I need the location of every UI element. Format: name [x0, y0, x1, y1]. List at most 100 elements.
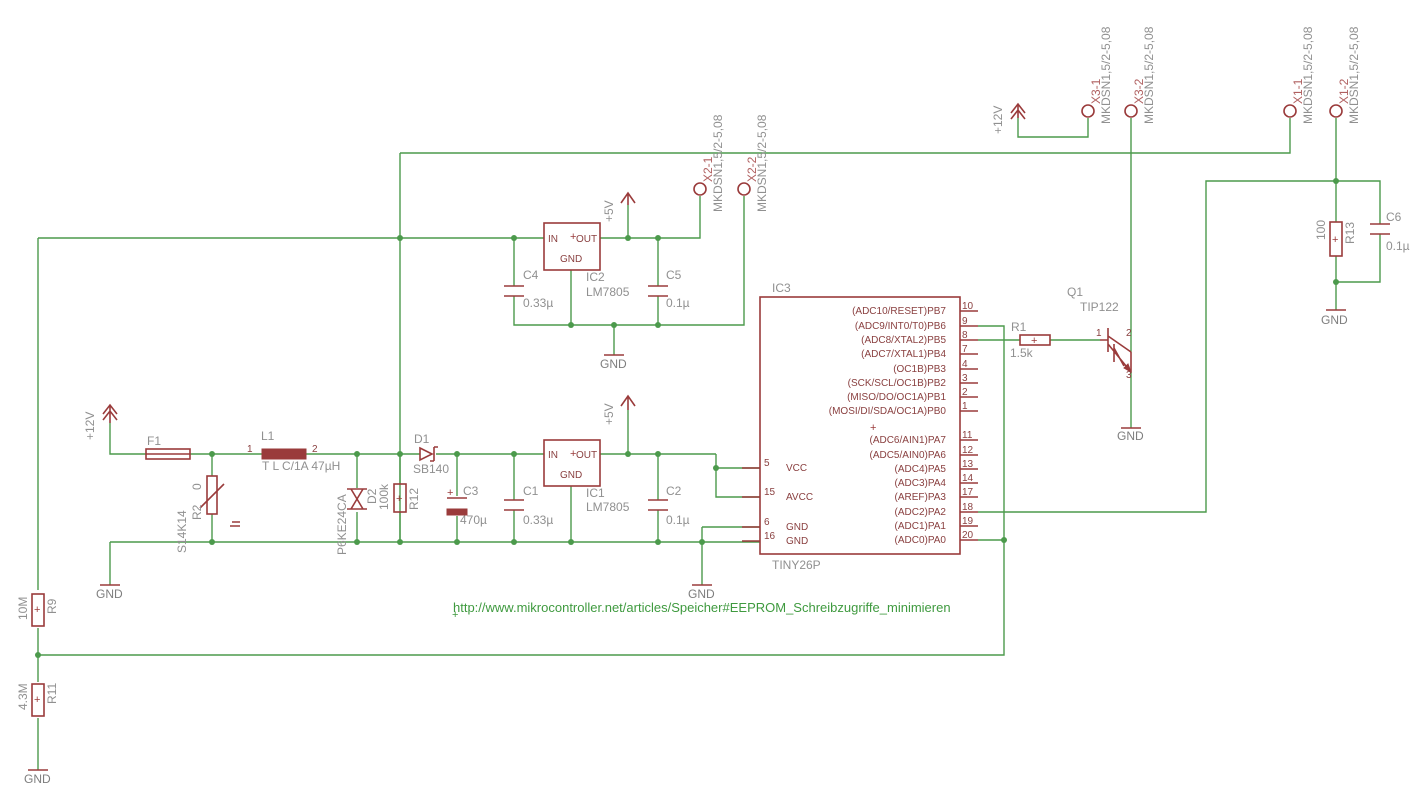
ic3-pin-number: 4 [962, 359, 968, 370]
svg-text:R13: R13 [1343, 222, 1357, 244]
svg-text:C2: C2 [666, 484, 682, 498]
svg-text:MKDSN1,5/2-5,08: MKDSN1,5/2-5,08 [1099, 26, 1113, 124]
ic3-pin-label: (MISO/DO/OC1A)PB1 [847, 392, 946, 403]
svg-text:IC2: IC2 [586, 270, 605, 284]
svg-text:GND: GND [688, 587, 715, 601]
capacitor-c2: C2 0.1µ [648, 484, 690, 527]
svg-text:D2: D2 [365, 488, 379, 504]
ic3-pin-number: 5 [764, 458, 770, 469]
ic3-pin-label: (MOSI/DI/SDA/OC1A)PB0 [829, 406, 947, 417]
svg-text:C1: C1 [523, 484, 539, 498]
svg-text:C5: C5 [666, 268, 682, 282]
ic3-pin-label: (ADC5/AIN0)PA6 [869, 450, 946, 461]
reference-note: http://www.mikrocontroller.net/articles/… [452, 600, 951, 621]
svg-text:100k: 100k [377, 483, 391, 510]
svg-text:3: 3 [1126, 370, 1132, 381]
ic3-pin-number: 3 [962, 373, 968, 384]
ic3-pin-number: 19 [962, 516, 974, 527]
svg-text:D1: D1 [414, 432, 430, 446]
svg-text:0: 0 [190, 483, 204, 490]
svg-text:GND: GND [560, 254, 582, 265]
tvs-diode-d2: D2 P6KE24CA [335, 488, 379, 555]
svg-text:+: + [396, 493, 402, 505]
capacitor-c1: C1 0.33µ [504, 484, 553, 527]
inductor-l1: L1 1 2 T L C/1A 47µH [247, 429, 340, 473]
svg-text:GND: GND [560, 470, 582, 481]
svg-text:C3: C3 [463, 484, 479, 498]
svg-text:1: 1 [247, 444, 253, 455]
supply-12v-left: +12V [83, 403, 118, 440]
ic3-pin-number: 7 [962, 344, 968, 355]
svg-text:Q1: Q1 [1067, 285, 1083, 299]
resistor-r9: + R9 10M [16, 593, 59, 627]
svg-text:F1: F1 [147, 434, 161, 448]
connector-x2-1: X2-1 MKDSN1,5/2-5,08 [693, 114, 725, 212]
supply-5v-ic2: +5V [602, 191, 636, 222]
svg-text:+: + [34, 604, 40, 616]
svg-text:+: + [1332, 234, 1338, 246]
svg-text:MKDSN1,5/2-5,08: MKDSN1,5/2-5,08 [1142, 26, 1156, 124]
capacitor-c5: C5 0.1µ [648, 268, 690, 310]
svg-text:MKDSN1,5/2-5,08: MKDSN1,5/2-5,08 [711, 114, 725, 212]
svg-text:X3-1: X3-1 [1089, 78, 1103, 104]
svg-text:C4: C4 [523, 268, 539, 282]
svg-text:R9: R9 [45, 598, 59, 614]
svg-text:GND: GND [1321, 313, 1348, 327]
ic3-pin-number: 10 [962, 301, 974, 312]
ic3-pin-number: 12 [962, 445, 974, 456]
svg-text:+5V: +5V [602, 200, 616, 222]
ic3-pin-label: (ADC4)PA5 [895, 464, 947, 475]
svg-text:2: 2 [1126, 328, 1132, 339]
connector-x2-2: X2-2 MKDSN1,5/2-5,08 [737, 114, 769, 212]
svg-text:+12V: +12V [83, 412, 97, 440]
svg-text:IN: IN [548, 234, 558, 245]
ic3-pin-label: (ADC10/RESET)PB7 [852, 306, 946, 317]
svg-text:GND: GND [1117, 429, 1144, 443]
ic3-pin-label: VCC [786, 463, 807, 474]
regulator-ic2: IN OUT GND + IC2 LM7805 [543, 222, 630, 299]
svg-text:1.5k: 1.5k [1010, 346, 1034, 360]
svg-text:10M: 10M [16, 597, 30, 620]
svg-text:R11: R11 [45, 683, 59, 704]
svg-text:0.1µ: 0.1µ [666, 513, 690, 527]
svg-text:IC3: IC3 [772, 281, 791, 295]
ic3-pin-number: 17 [962, 487, 974, 498]
ic3-pin-number: 14 [962, 473, 974, 484]
transistor-q1: Q1 TIP122 1 2 3 [1067, 285, 1132, 381]
connector-x1-1: X1-1 MKDSN1,5/2-5,08 [1283, 26, 1315, 124]
svg-text:T L C/1A 47µH: T L C/1A 47µH [262, 459, 340, 473]
svg-text:100: 100 [1314, 220, 1328, 240]
ic3-pin-number: 16 [764, 531, 776, 542]
svg-text:MKDSN1,5/2-5,08: MKDSN1,5/2-5,08 [755, 114, 769, 212]
svg-text:0.33µ: 0.33µ [523, 513, 553, 527]
svg-text:4.3M: 4.3M [16, 683, 30, 710]
ic3-pin-label: (ADC1)PA1 [895, 521, 947, 532]
ic3-pin-label: AVCC [786, 492, 813, 503]
ic3-pin-number: 2 [962, 387, 968, 398]
connector-x1-2: X1-2 MKDSN1,5/2-5,08 [1329, 26, 1361, 124]
svg-text:+: + [570, 448, 576, 460]
svg-text:0.33µ: 0.33µ [523, 296, 553, 310]
svg-text:R2: R2 [190, 504, 204, 520]
svg-text:R1: R1 [1011, 320, 1027, 334]
gnd-symbols: GND GND GND GND GND GND [24, 309, 1348, 786]
ic3-pin-number: 1 [962, 401, 968, 412]
svg-text:X2-1: X2-1 [701, 156, 715, 182]
svg-text:OUT: OUT [576, 450, 597, 461]
ic3-pin-label: (ADC2)PA2 [895, 507, 947, 518]
svg-text:IN: IN [548, 450, 558, 461]
svg-text:L1: L1 [261, 429, 275, 443]
varistor-r2: R2 0 S14K14 [175, 475, 240, 553]
svg-text:X2-2: X2-2 [745, 156, 759, 182]
capacitor-c6: C6 0.1µ [1370, 210, 1410, 253]
svg-text:+5V: +5V [602, 403, 616, 425]
svg-text:OUT: OUT [576, 234, 597, 245]
svg-text:470µ: 470µ [460, 513, 487, 527]
svg-text:+12V: +12V [991, 106, 1005, 134]
svg-text:+: + [570, 231, 576, 243]
svg-text:LM7805: LM7805 [586, 500, 630, 514]
svg-text:LM7805: LM7805 [586, 285, 630, 299]
diode-d1: D1 SB140 [413, 432, 449, 476]
ic3-pin-label: (ADC8/XTAL2)PB5 [861, 335, 946, 346]
